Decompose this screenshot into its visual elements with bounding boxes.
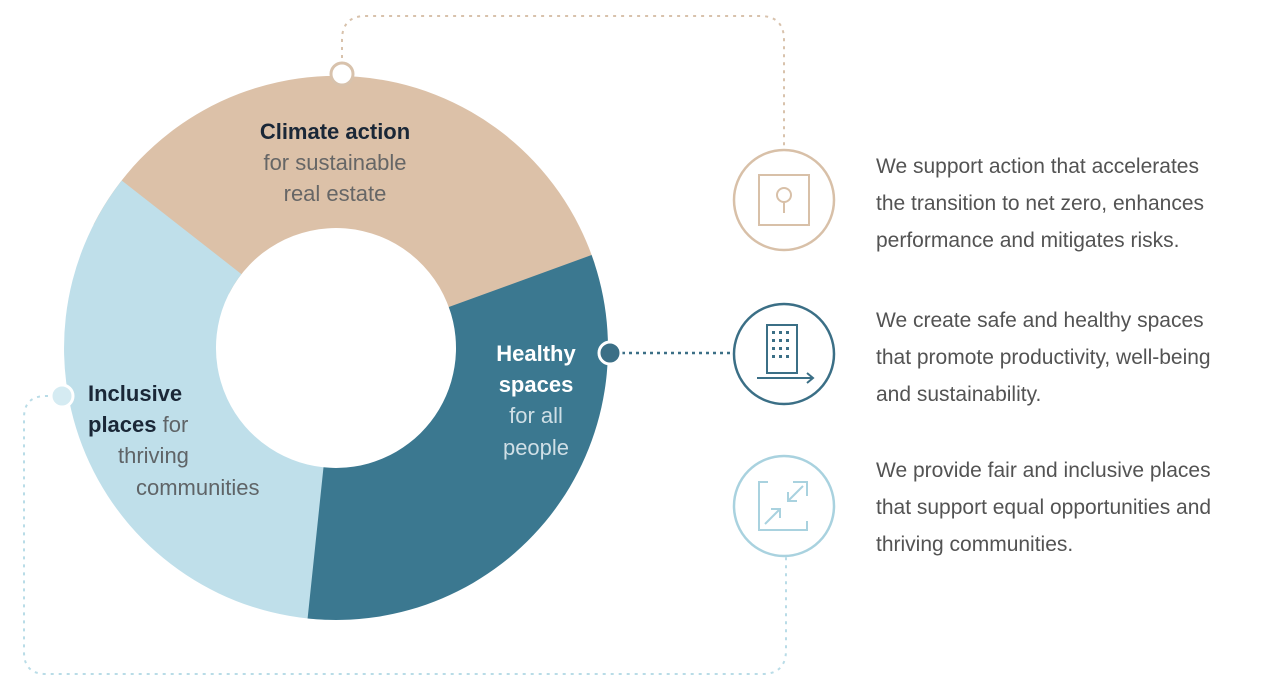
climate-action-subtitle-2: real estate xyxy=(283,181,387,207)
healthy-description-line-3: and sustainability. xyxy=(876,383,1042,406)
inclusive-places-title-1: Inclusive xyxy=(88,381,183,406)
inclusive-places-label: Inclusive places for thriving communitie… xyxy=(88,378,318,503)
climate-description-line-1: We support action that accelerates xyxy=(876,155,1199,178)
arrows-inward-icon xyxy=(732,454,836,558)
healthy-spaces-label: Healthy spaces for all people xyxy=(476,338,596,463)
segment-inclusive-places xyxy=(64,180,332,620)
healthy-spaces-title-1: Healthy xyxy=(496,341,576,366)
climate-description-line-3: performance and mitigates risks. xyxy=(876,229,1180,252)
inclusive-description-line-1: We provide fair and inclusive places xyxy=(876,459,1211,482)
inclusive-connector-line xyxy=(23,395,787,675)
segment-climate-action xyxy=(93,75,595,311)
climate-action-subtitle-1: for sustainable xyxy=(263,150,407,176)
building-icon xyxy=(732,302,836,406)
healthy-description: We create safe and healthy spaces that p… xyxy=(876,302,1266,413)
healthy-description-line-2: that promote productivity, well-being xyxy=(876,346,1211,369)
healthy-description-line-1: We create safe and healthy spaces xyxy=(876,309,1204,332)
healthy-node xyxy=(597,340,623,366)
climate-action-title: Climate action xyxy=(259,119,411,144)
inclusive-description: We provide fair and inclusive places tha… xyxy=(876,452,1266,563)
climate-description: We support action that accelerates the t… xyxy=(876,148,1266,259)
inclusive-places-title-2: places xyxy=(88,412,157,438)
tree-icon xyxy=(732,148,836,252)
climate-node xyxy=(329,61,355,87)
inclusive-description-line-2: that support equal opportunities and xyxy=(876,496,1212,519)
segment-healthy-spaces xyxy=(307,255,608,620)
inclusive-places-subtitle-inline: for xyxy=(156,412,189,438)
healthy-spaces-subtitle-2: people xyxy=(502,434,570,460)
healthy-spaces-subtitle-1: for all xyxy=(509,403,563,429)
inclusive-places-subtitle-3: communities xyxy=(136,474,260,500)
healthy-spaces-title-2: spaces xyxy=(498,372,574,398)
inclusive-description-line-3: thriving communities. xyxy=(876,533,1074,556)
climate-action-label: Climate action for sustainable real esta… xyxy=(210,116,460,210)
climate-description-line-2: the transition to net zero, enhances xyxy=(876,192,1205,215)
inclusive-node xyxy=(49,383,75,409)
inclusive-places-subtitle-2: thriving xyxy=(118,443,189,469)
